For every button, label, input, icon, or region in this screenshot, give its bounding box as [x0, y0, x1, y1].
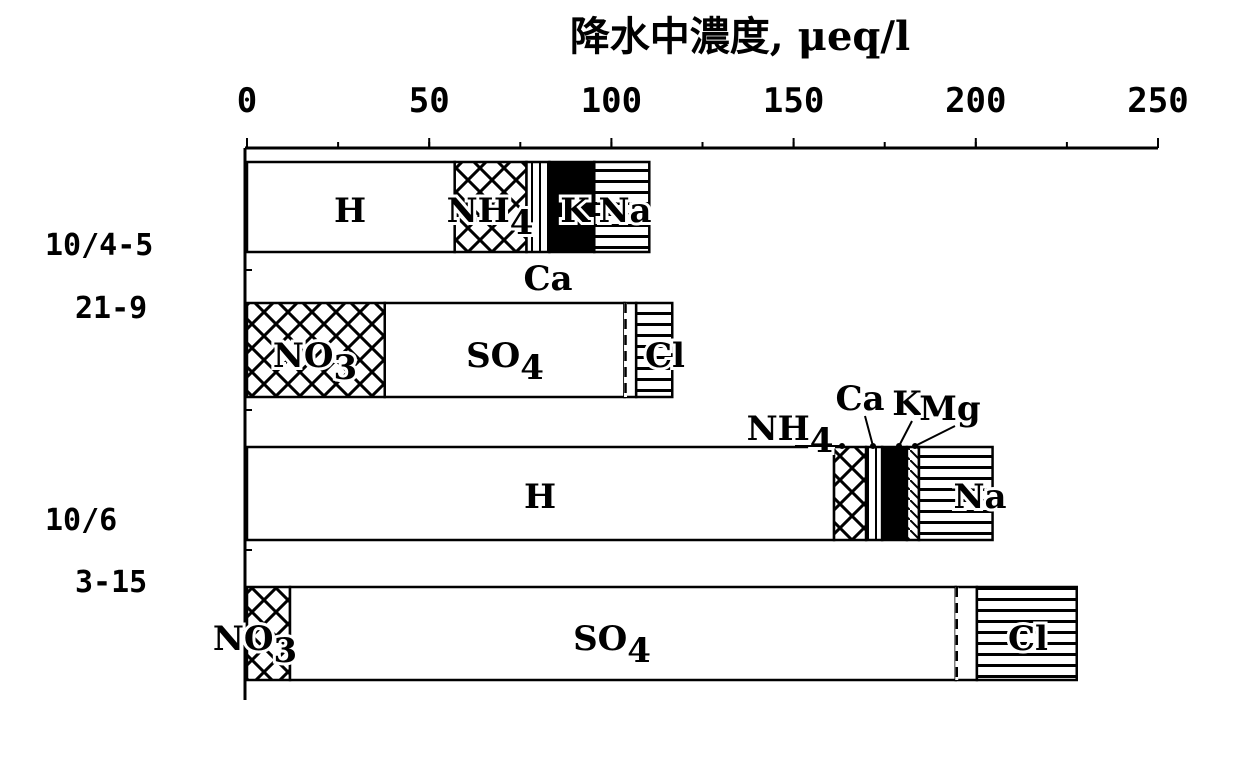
bar-segment-h — [245, 160, 456, 254]
bar-segment-mg — [905, 445, 921, 542]
pointer-arrow — [864, 415, 874, 447]
segment-label: K — [560, 191, 591, 231]
arrow-head — [912, 443, 918, 449]
segment-label: H — [524, 477, 556, 517]
bar-segment-no3 — [245, 301, 386, 399]
segment-label: Cl — [645, 336, 685, 376]
x-tick-label: 150 — [763, 81, 824, 121]
segment-label: SO4 — [466, 336, 544, 388]
segment-label: H — [334, 191, 366, 231]
bar-segment-h — [245, 445, 836, 542]
x-tick-label: 0 — [237, 81, 257, 121]
segment-label: Mg — [919, 389, 980, 429]
bar-segment-other — [954, 585, 979, 682]
bar-segment-no3 — [245, 585, 292, 682]
row-label: 10/4-5 — [45, 228, 153, 263]
segment-label: NO3 — [273, 336, 357, 388]
segment-label: Na — [953, 477, 1006, 517]
segment-label: NH4 — [747, 409, 834, 461]
bar-segment-cl — [634, 301, 674, 399]
bar-anions — [245, 585, 1078, 682]
bar-cations — [245, 160, 651, 254]
bar-segment-so4 — [288, 585, 958, 682]
row-label: 3-15 — [75, 565, 147, 600]
arrow-head — [896, 443, 902, 449]
pointer-arrow — [914, 425, 956, 447]
bar-cations — [245, 445, 994, 542]
bar-segment-nh4 — [453, 160, 528, 254]
bar-segment-k — [880, 445, 909, 542]
bar-segment-so4 — [383, 301, 626, 399]
x-tick-label: 50 — [409, 81, 450, 121]
bar-segment-na — [593, 160, 651, 254]
x-tick-label: 250 — [1127, 81, 1188, 121]
segment-label: SO4 — [573, 619, 651, 671]
segment-label: NO3 — [213, 619, 297, 671]
pointer-arrow — [898, 420, 913, 447]
chart-title: 降水中濃度, μeq/l — [570, 13, 910, 60]
segment-label: NH4 — [447, 191, 534, 243]
row-label: 10/6 — [45, 503, 117, 538]
bar-segment-ca — [864, 445, 884, 542]
arrow-head — [839, 443, 845, 449]
row-label: 21-9 — [75, 291, 147, 326]
x-tick-label: 200 — [945, 81, 1006, 121]
segment-label: Cl — [1008, 619, 1048, 659]
bar-anions — [245, 301, 674, 399]
x-tick-label: 100 — [581, 81, 642, 121]
arrow-head — [870, 443, 876, 449]
bar-segment-nh4 — [832, 445, 868, 542]
segment-label: K — [892, 384, 923, 424]
segment-label: Ca — [523, 259, 572, 299]
segment-label: Ca — [835, 379, 884, 419]
segment-label: Na — [598, 191, 651, 231]
bar-segment-cl — [975, 585, 1078, 682]
bar-segment-na — [917, 445, 994, 542]
